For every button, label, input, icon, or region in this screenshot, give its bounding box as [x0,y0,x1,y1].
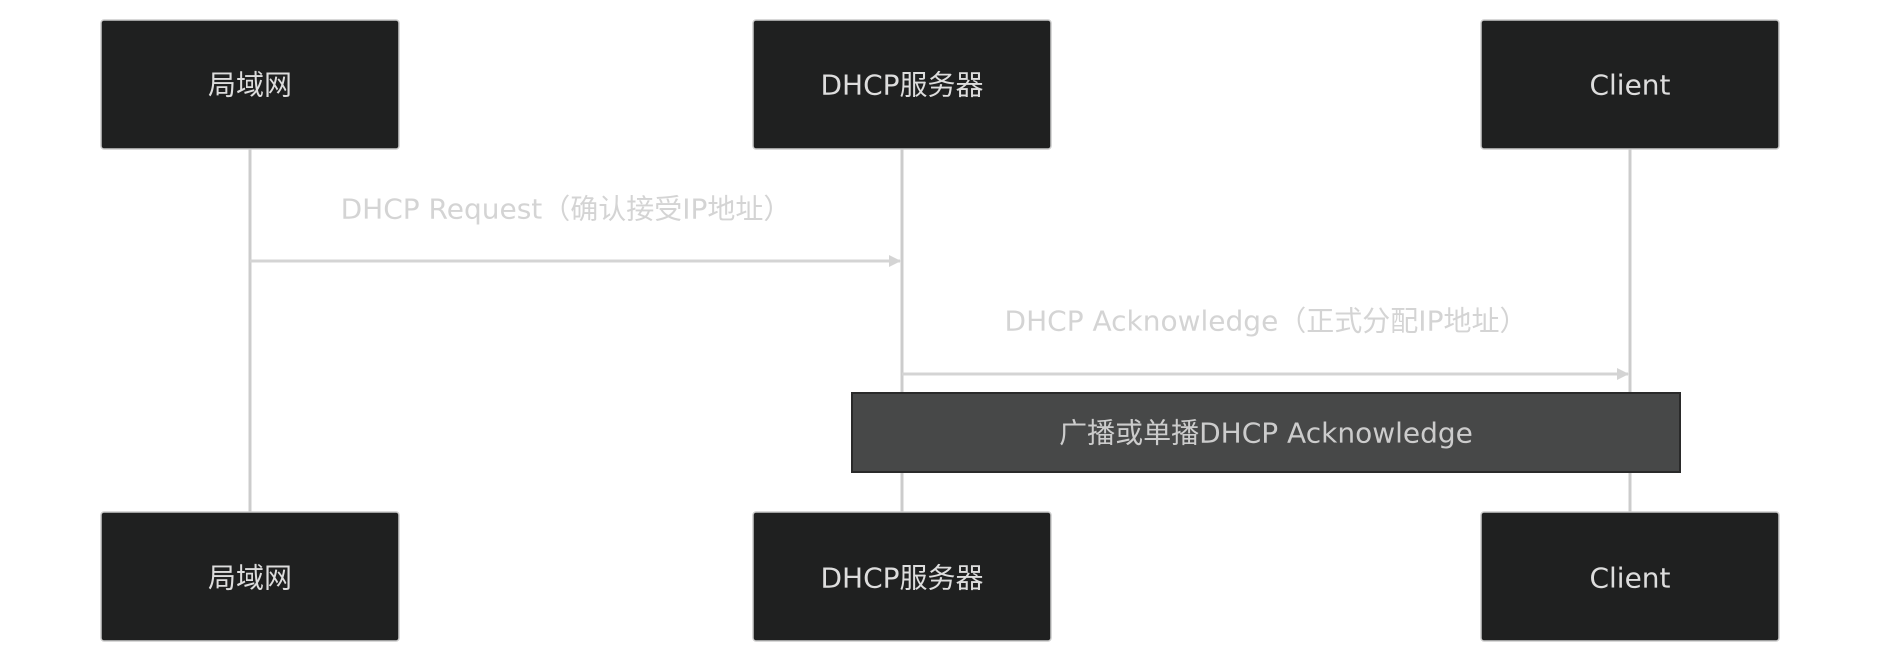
actor-label: 局域网 [208,69,292,102]
message-label-acknowledge: DHCP Acknowledge（正式分配IP地址） [1005,305,1528,338]
note-label: 广播或单播DHCP Acknowledge [1059,417,1473,450]
message-label-request: DHCP Request（确认接受IP地址） [341,193,792,226]
note-broadcast: 广播或单播DHCP Acknowledge [851,392,1681,473]
actor-label: DHCP服务器 [820,69,983,102]
actor-client-top: Client [1480,19,1780,150]
actor-client-bottom: Client [1480,511,1780,642]
actor-lan-bottom: 局域网 [100,511,400,642]
actor-label: Client [1589,69,1670,102]
actor-lan-top: 局域网 [100,19,400,150]
actor-dhcp-server-top: DHCP服务器 [752,19,1052,150]
actor-label: 局域网 [208,562,292,595]
actor-dhcp-server-bottom: DHCP服务器 [752,511,1052,642]
actor-label: Client [1589,562,1670,595]
actor-label: DHCP服务器 [820,562,983,595]
